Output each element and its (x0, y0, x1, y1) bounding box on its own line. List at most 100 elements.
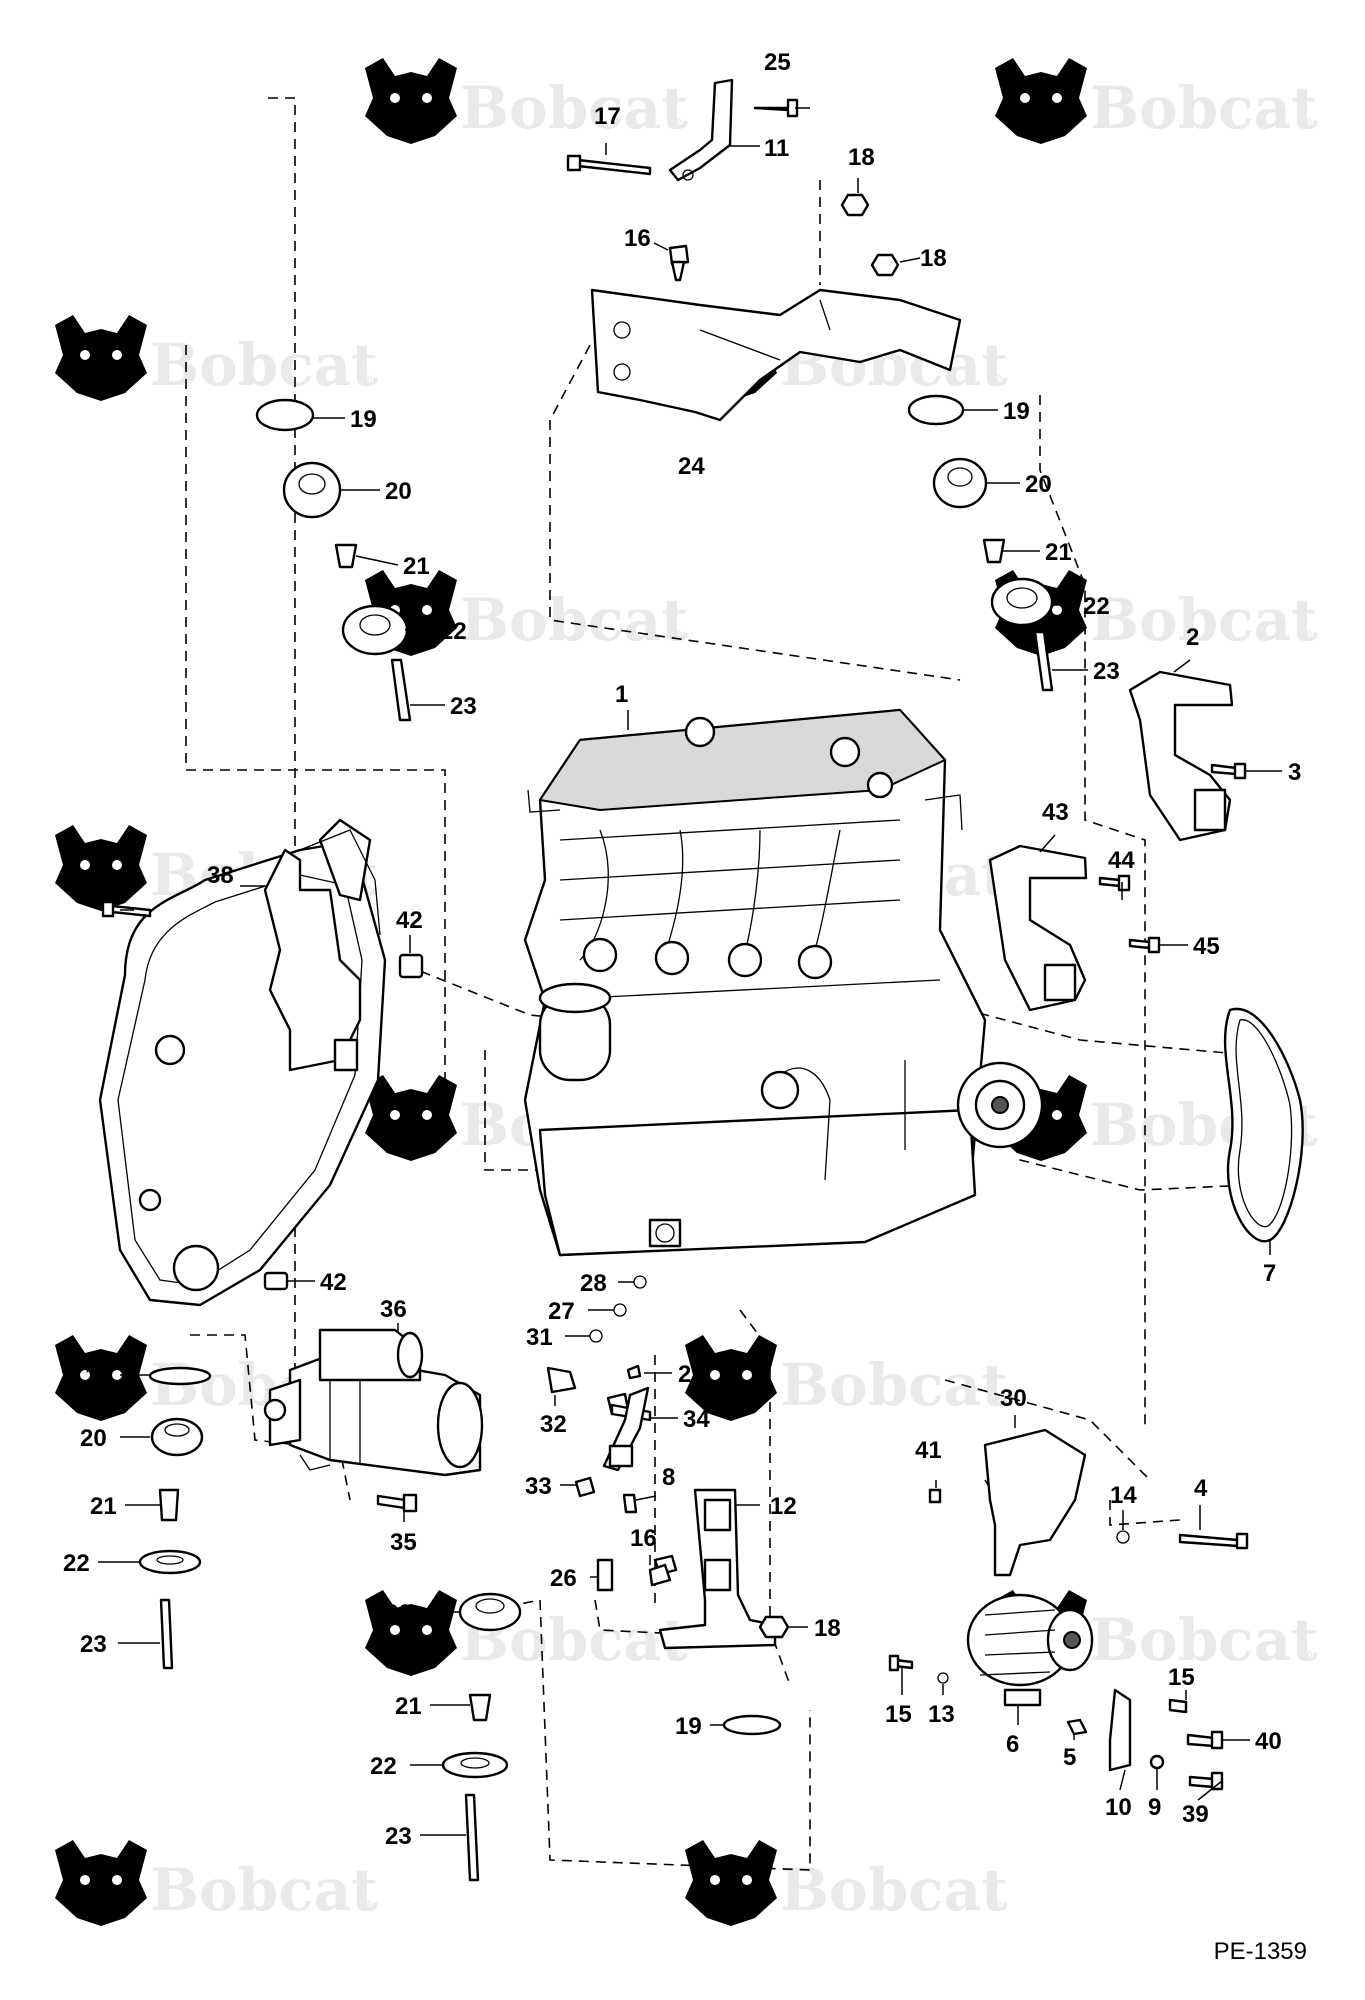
watermark-reg: ® (670, 116, 684, 132)
callout-14: 14 (1110, 1482, 1137, 1509)
mount-washer-icon (148, 1366, 212, 1386)
callout-43: 43 (1042, 799, 1069, 826)
callout-22: 22 (440, 618, 467, 645)
callout-18: 18 (814, 1615, 841, 1642)
engine-block (523, 708, 1044, 1257)
callout-42: 42 (396, 907, 423, 934)
nut-icon (840, 193, 870, 217)
callout-23: 23 (385, 1823, 412, 1850)
top-bracket-assembly (255, 78, 1054, 722)
callout-42: 42 (320, 1269, 347, 1296)
callout-22: 22 (1083, 593, 1110, 620)
bobcat-logo-icon (55, 315, 147, 401)
callout-16: 16 (630, 1525, 657, 1552)
callout-21: 21 (395, 1693, 422, 1720)
callout-4: 4 (1194, 1475, 1208, 1502)
callout-1: 1 (615, 681, 628, 708)
mount-bracket-12 (441, 1488, 790, 1882)
callout-37: 37 (110, 874, 137, 901)
watermark-reg: ® (670, 628, 684, 644)
watermark-reg: ® (360, 1898, 374, 1914)
callout-32: 32 (540, 1411, 567, 1438)
callout-20: 20 (80, 1425, 107, 1452)
watermark-text: Bobcat (460, 74, 688, 142)
bottom-left-mount-stack (138, 1366, 212, 1670)
watermark-reg: ® (1300, 116, 1314, 132)
callout-25: 25 (764, 49, 791, 76)
callout-6: 6 (1006, 1731, 1019, 1758)
callout-11: 11 (764, 135, 789, 162)
callout-24: 24 (678, 453, 705, 480)
flywheel-housing (98, 818, 424, 1307)
callout-15: 15 (1168, 1664, 1195, 1691)
callout-19: 19 (350, 406, 377, 433)
callout-22: 22 (370, 1753, 397, 1780)
watermark-text: Bobcat (460, 586, 688, 654)
watermark-reg: ® (990, 373, 1004, 389)
callout-41: 41 (915, 1437, 942, 1464)
leader-lines (98, 107, 1282, 1836)
callout-21: 21 (90, 1493, 117, 1520)
watermark-text: Bobcat (1090, 586, 1318, 654)
callout-22: 22 (63, 1550, 90, 1577)
bobcat-logo-icon (365, 58, 457, 144)
callout-15: 15 (885, 1701, 912, 1728)
callout-20: 20 (1025, 471, 1052, 498)
watermark-text: Bobcat (1090, 1606, 1318, 1674)
callout-2: 2 (1186, 624, 1199, 651)
callout-3: 3 (1288, 759, 1301, 786)
callout-31: 31 (526, 1324, 553, 1351)
callout-9: 9 (1148, 1794, 1161, 1821)
callout-35: 35 (390, 1529, 417, 1556)
callout-44: 44 (1108, 847, 1135, 874)
callout-27: 27 (548, 1298, 575, 1325)
callout-13: 13 (928, 1701, 955, 1728)
nut-icon (398, 953, 424, 979)
watermark-text: Bobcat (780, 1856, 1008, 1924)
callout-18: 18 (848, 144, 875, 171)
mount-washer-icon (722, 1714, 782, 1736)
callout-7: 7 (1263, 1260, 1276, 1287)
watermark-reg: ® (990, 1898, 1004, 1914)
mount-washer-icon (255, 398, 315, 432)
callout-26: 26 (550, 1565, 577, 1592)
mount-washer-icon (907, 394, 965, 426)
bobcat-logo-icon (365, 1075, 457, 1161)
callout-33: 33 (525, 1473, 552, 1500)
callout-40: 40 (1255, 1728, 1282, 1755)
watermark-reg: ® (1300, 628, 1314, 644)
watermark-text: Bobcat (780, 1351, 1008, 1419)
drive-belt (1223, 1007, 1304, 1243)
callout-21: 21 (403, 553, 430, 580)
callout-29: 29 (678, 1361, 705, 1388)
callout-19: 19 (1003, 398, 1030, 425)
callout-28: 28 (580, 1270, 607, 1297)
bobcat-logo-icon (995, 58, 1087, 144)
watermark-reg: ® (670, 1648, 684, 1664)
diagram-reference-code: PE-1359 (1213, 1938, 1307, 1965)
callout-23: 23 (80, 1631, 107, 1658)
right-side-brackets (988, 670, 1247, 1012)
callout-45: 45 (1193, 933, 1220, 960)
callout-5: 5 (1063, 1744, 1076, 1771)
callout-36: 36 (380, 1296, 407, 1323)
nut-icon (758, 1615, 790, 1639)
callout-38: 38 (207, 862, 234, 889)
watermark-text: Bobcat (150, 331, 378, 399)
callout-23: 23 (1093, 658, 1120, 685)
callout-18: 18 (920, 245, 947, 272)
callout-19: 19 (85, 1363, 112, 1390)
callout-20: 20 (385, 1600, 412, 1627)
callout-19: 19 (675, 1713, 702, 1740)
callout-8: 8 (662, 1464, 675, 1491)
callout-20: 20 (385, 478, 412, 505)
callout-10: 10 (1105, 1794, 1132, 1821)
callout-21: 21 (1045, 539, 1072, 566)
watermark-text: Bobcat (150, 1856, 378, 1924)
watermark-reg: ® (360, 373, 374, 389)
starter-motor (263, 1328, 484, 1513)
callout-30: 30 (1000, 1385, 1027, 1412)
watermark-reg: ® (990, 1393, 1004, 1409)
watermark-text: Bobcat (1090, 74, 1318, 142)
